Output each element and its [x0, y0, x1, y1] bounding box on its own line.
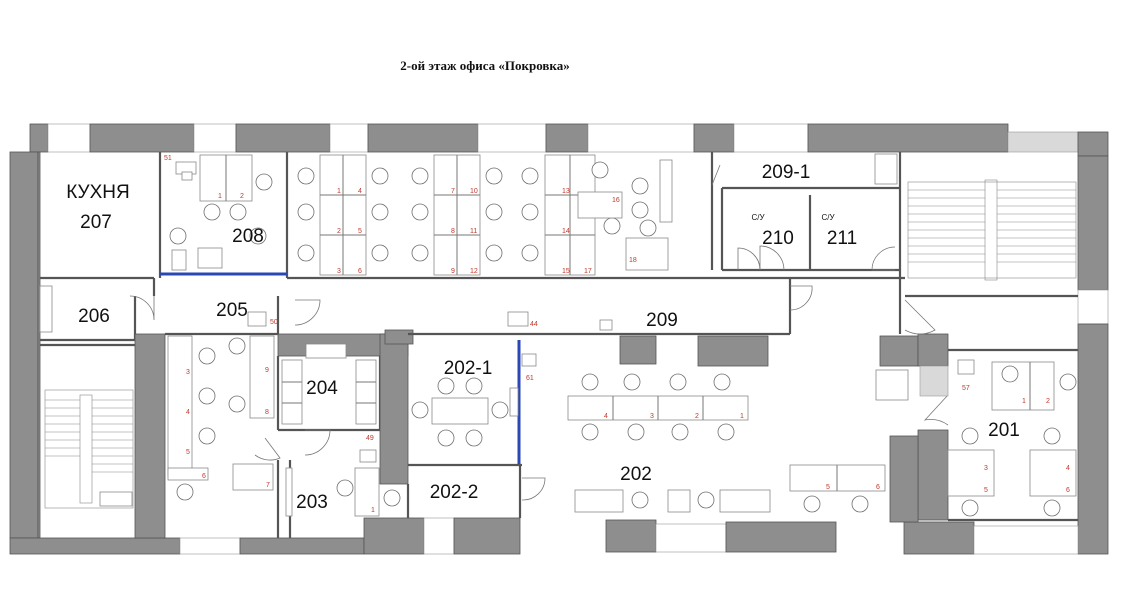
- workplace-number: 5: [186, 449, 190, 456]
- workplace-number: 1: [218, 193, 222, 200]
- room-labels: КУХНЯ 207 208 209-1 210 211 С/У С/У 206 …: [66, 162, 1020, 513]
- workplace-numbers: 51 1 2 1 4 2 5 3 6 7 10 8 11 9 12 13 14 …: [164, 155, 1070, 514]
- workplace-number: 50: [270, 319, 278, 326]
- workplace-number: 16: [612, 197, 620, 204]
- plan-title: 2-ой этаж офиса «Покровка»: [400, 58, 569, 73]
- room-label-209: 209: [646, 310, 678, 331]
- workplace-number: 1: [371, 507, 375, 514]
- workplace-number: 3: [186, 369, 190, 376]
- workplace-number: 3: [337, 268, 341, 275]
- stairs-right: [907, 179, 1077, 281]
- workplace-number: 61: [526, 375, 534, 382]
- workplace-number: 15: [562, 268, 570, 275]
- room-label-211: 211: [827, 228, 857, 249]
- workplace-number: 57: [962, 385, 970, 392]
- room-label-211-wc: С/У: [821, 213, 835, 222]
- workplace-number: 2: [240, 193, 244, 200]
- workplace-number: 6: [202, 473, 206, 480]
- workplace-number: 5: [826, 484, 830, 491]
- workplace-number: 6: [1066, 487, 1070, 494]
- room-label-210: 210: [762, 228, 794, 249]
- workplace-number: 4: [358, 188, 362, 195]
- furniture: [39, 153, 1077, 517]
- room-label-207: 207: [80, 212, 112, 233]
- workplace-number: 8: [451, 228, 455, 235]
- workplace-number: 5: [358, 228, 362, 235]
- workplace-number: 6: [358, 268, 362, 275]
- room-label-202: 202: [620, 464, 652, 485]
- workplace-number: 12: [470, 268, 478, 275]
- workplace-number: 6: [876, 484, 880, 491]
- workplace-number: 8: [265, 409, 269, 416]
- workplace-number: 44: [530, 321, 538, 328]
- workplace-number: 2: [695, 413, 699, 420]
- workplace-number: 9: [451, 268, 455, 275]
- room-label-204: 204: [306, 378, 338, 399]
- room-label-kitchen: КУХНЯ: [66, 182, 129, 203]
- room-label-209-1: 209-1: [762, 162, 811, 183]
- workplace-number: 7: [451, 188, 455, 195]
- workplace-number: 51: [164, 155, 172, 162]
- workplace-number: 1: [1022, 398, 1026, 405]
- workplace-number: 2: [1046, 398, 1050, 405]
- workplace-number: 2: [337, 228, 341, 235]
- workplace-number: 7: [266, 482, 270, 489]
- workplace-number: 4: [604, 413, 608, 420]
- workplace-number: 9: [265, 367, 269, 374]
- stairs-left: [44, 389, 134, 509]
- workplace-number: 11: [470, 228, 477, 235]
- room-label-208: 208: [232, 226, 264, 247]
- workplace-number: 10: [470, 188, 478, 195]
- workplace-number: 14: [562, 228, 570, 235]
- room-label-202-2: 202-2: [430, 482, 479, 503]
- workplace-number: 13: [562, 188, 570, 195]
- workplace-number: 1: [740, 413, 744, 420]
- workplace-number: 17: [584, 268, 592, 275]
- room-label-206: 206: [78, 306, 110, 327]
- workplace-number: 4: [186, 409, 190, 416]
- workplace-number: 5: [984, 487, 988, 494]
- workplace-number: 4: [1066, 465, 1070, 472]
- doors: [129, 164, 949, 501]
- workplace-number: 1: [337, 188, 341, 195]
- workplace-number: 49: [366, 435, 374, 442]
- room-label-203: 203: [296, 492, 328, 513]
- room-label-205: 205: [216, 300, 248, 321]
- workplace-number: 18: [629, 257, 637, 264]
- workplace-number: 3: [984, 465, 988, 472]
- workplace-number: 3: [650, 413, 654, 420]
- room-label-202-1: 202-1: [444, 358, 493, 379]
- outer-walls: [9, 123, 1109, 555]
- room-label-210-wc: С/У: [751, 213, 765, 222]
- room-label-201: 201: [988, 420, 1020, 441]
